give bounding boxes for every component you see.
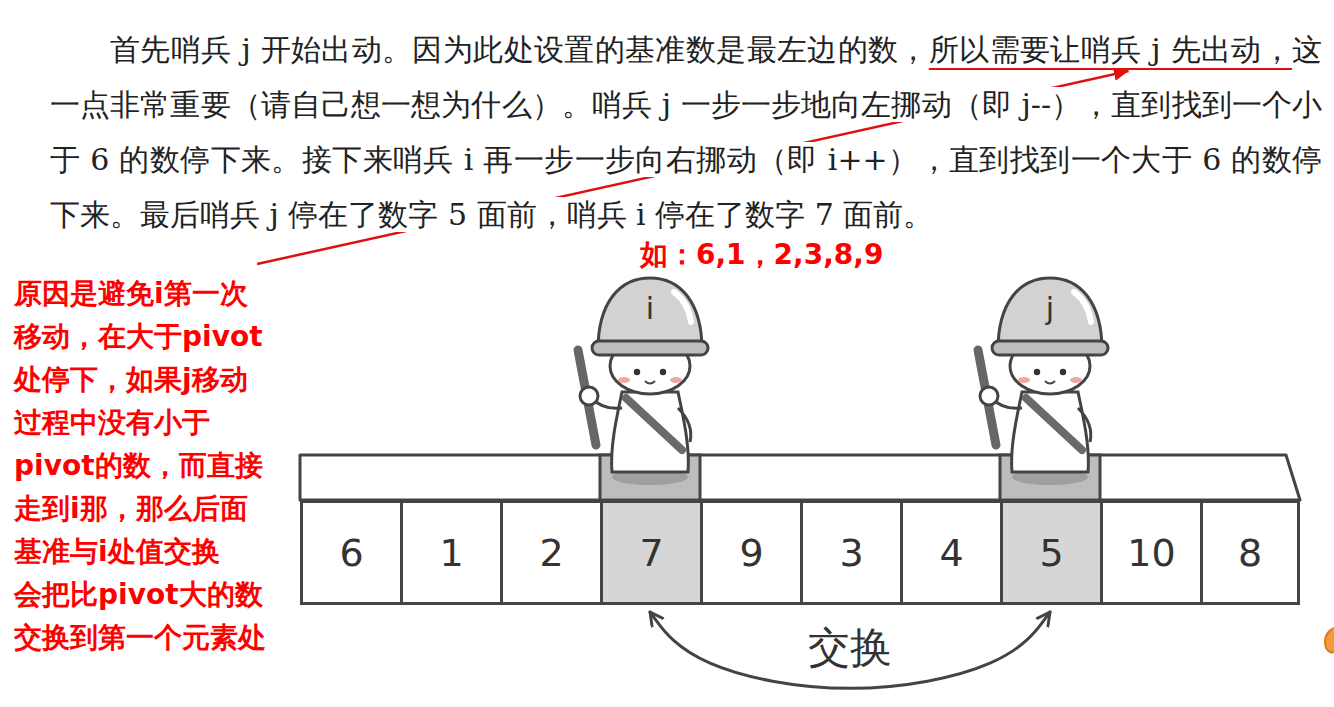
cell-value: 6 (339, 531, 363, 575)
cell-value: 10 (1127, 531, 1175, 575)
sentinel-figure (978, 278, 1108, 472)
paragraph-text: 首先哨兵 j 开始出动。因为此处设置的基准数是最左边的数， (110, 32, 929, 67)
cell-value: 2 (539, 531, 563, 575)
example-note: 如：6,1，2,3,8,9 (640, 238, 883, 272)
helmet-letter: i (630, 291, 670, 327)
array-cell: 7 (600, 500, 700, 605)
cell-value: 4 (939, 531, 963, 575)
cell-value: 7 (639, 531, 663, 575)
underlined-text: 所以需要让哨兵 j 先出动， (929, 32, 1292, 67)
cell-value: 8 (1238, 531, 1262, 575)
array-cell: 1 (400, 500, 500, 605)
cell-value: 5 (1039, 531, 1063, 575)
array-cell: 9 (700, 500, 800, 605)
cell-value: 3 (839, 531, 863, 575)
cell-row-top (300, 455, 1300, 500)
paragraph: 首先哨兵 j 开始出动。因为此处设置的基准数是最左边的数，所以需要让哨兵 j 先… (50, 22, 1322, 242)
annotation-note: 原因是避免i第一次 移动，在大于pivot 处停下，如果j移动 过程中没有小于 … (14, 272, 300, 659)
swap-arrow (650, 612, 1050, 688)
helmet-letter: j (1030, 291, 1070, 327)
cell-value: 9 (739, 531, 763, 575)
array-cell: 2 (500, 500, 600, 605)
array-cell: 6 (300, 500, 400, 605)
array-cell: 8 (1200, 500, 1300, 605)
sentinel-figure (578, 278, 708, 472)
cell-value: 1 (439, 531, 463, 575)
array-cell: 5 (1000, 500, 1100, 605)
edge-label: 交换 (808, 624, 892, 672)
array-cell: 10 (1100, 500, 1200, 605)
array-cell: 3 (800, 500, 900, 605)
page-corner-icon (1325, 628, 1334, 653)
array-cell: 4 (900, 500, 1000, 605)
